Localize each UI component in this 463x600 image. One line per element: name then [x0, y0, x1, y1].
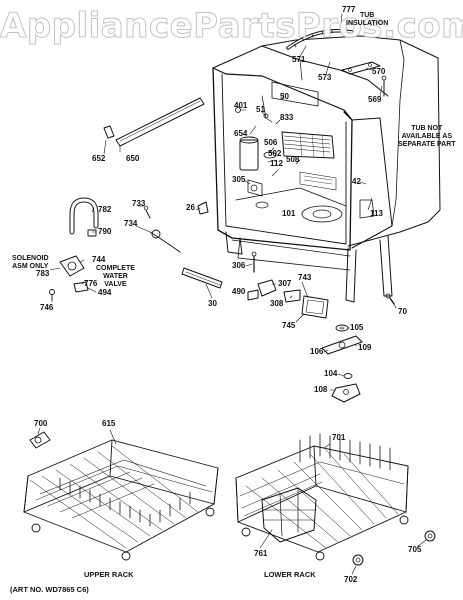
part-label: 743: [298, 273, 312, 282]
part-label: 113: [370, 209, 383, 218]
part-label: 782: [98, 205, 112, 214]
note-tub-insulation: TUB INSULATION: [346, 12, 389, 27]
part-label: 101: [282, 209, 296, 218]
part-label: 42: [352, 177, 361, 186]
part-label: 306: [232, 261, 246, 270]
note-tub-not-available: TUB NOT AVAILABLE AS SEPARATE PART: [398, 125, 456, 148]
upper-rack-caption: UPPER RACK: [84, 570, 134, 579]
spray-arm-parts: [321, 324, 363, 403]
part-label: 108: [314, 385, 328, 394]
part-label: 104: [324, 369, 338, 378]
part-label: 650: [126, 154, 140, 163]
drain-hose: [69, 197, 99, 237]
screw: [385, 293, 395, 305]
part-label: 50: [280, 92, 289, 101]
part-label: 70: [398, 307, 407, 316]
door-gasket: [103, 97, 205, 147]
part-label: 700: [34, 419, 48, 428]
part-label: 569: [368, 95, 382, 104]
note-complete-water-valve: COMPLETE WATER VALVE: [96, 265, 135, 288]
part-label: 744: [92, 255, 106, 264]
spray-arm-rail: [181, 267, 223, 289]
part-label: 112: [270, 159, 283, 168]
part-label: 51: [256, 105, 265, 114]
rack-roller: [352, 530, 436, 566]
part-label: 490: [232, 287, 246, 296]
part-label: 305: [232, 175, 246, 184]
lower-rack-caption: LOWER RACK: [264, 570, 316, 579]
part-label: 734: [124, 219, 138, 228]
part-label: 652: [92, 154, 106, 163]
pump-parts: [247, 251, 329, 319]
part-label: 105: [350, 323, 364, 332]
note-solenoid: SOLENOID ASM ONLY: [12, 255, 49, 270]
part-label: 761: [254, 549, 268, 558]
part-label: 571: [292, 55, 306, 64]
part-label: 777: [342, 5, 356, 14]
part-label: 746: [40, 303, 54, 312]
fill-tube: [143, 205, 181, 253]
part-label: 733: [132, 199, 146, 208]
mounting-bracket: [341, 61, 387, 97]
part-label: 30: [208, 299, 217, 308]
tub-insulation: [286, 28, 354, 50]
part-label: 783: [36, 269, 50, 278]
part-label: 506: [264, 138, 278, 147]
part-label: 494: [98, 288, 112, 297]
part-label: 776: [84, 279, 98, 288]
upper-rack: [23, 439, 219, 561]
art-number-caption: (ART NO. WD7865 C6): [10, 585, 89, 594]
dishwasher-tub: [212, 35, 441, 303]
part-label: 508: [286, 155, 300, 164]
part-label: 109: [358, 343, 372, 352]
part-label: 790: [98, 227, 112, 236]
watermark: AppliancePartsPros.com: [0, 6, 463, 47]
part-label: 401: [234, 101, 248, 110]
part-label: 106: [310, 347, 324, 356]
part-label: 701: [332, 433, 346, 442]
leader-lines: [37, 13, 427, 575]
rack-stop: [29, 431, 51, 449]
part-label: 654: [234, 129, 248, 138]
latch-part: [197, 201, 209, 215]
part-label: 705: [408, 545, 422, 554]
part-label: 502: [268, 149, 282, 158]
part-label: 573: [318, 73, 332, 82]
part-label: 308: [270, 299, 284, 308]
part-label: 702: [344, 575, 358, 584]
part-label: 307: [278, 279, 292, 288]
part-label: 833: [280, 113, 294, 122]
part-label: 26: [186, 203, 195, 212]
part-label: 745: [282, 321, 296, 330]
water-valve: [49, 255, 89, 301]
lower-rack: [235, 433, 409, 561]
part-label: 570: [372, 67, 386, 76]
part-label: 615: [102, 419, 116, 428]
